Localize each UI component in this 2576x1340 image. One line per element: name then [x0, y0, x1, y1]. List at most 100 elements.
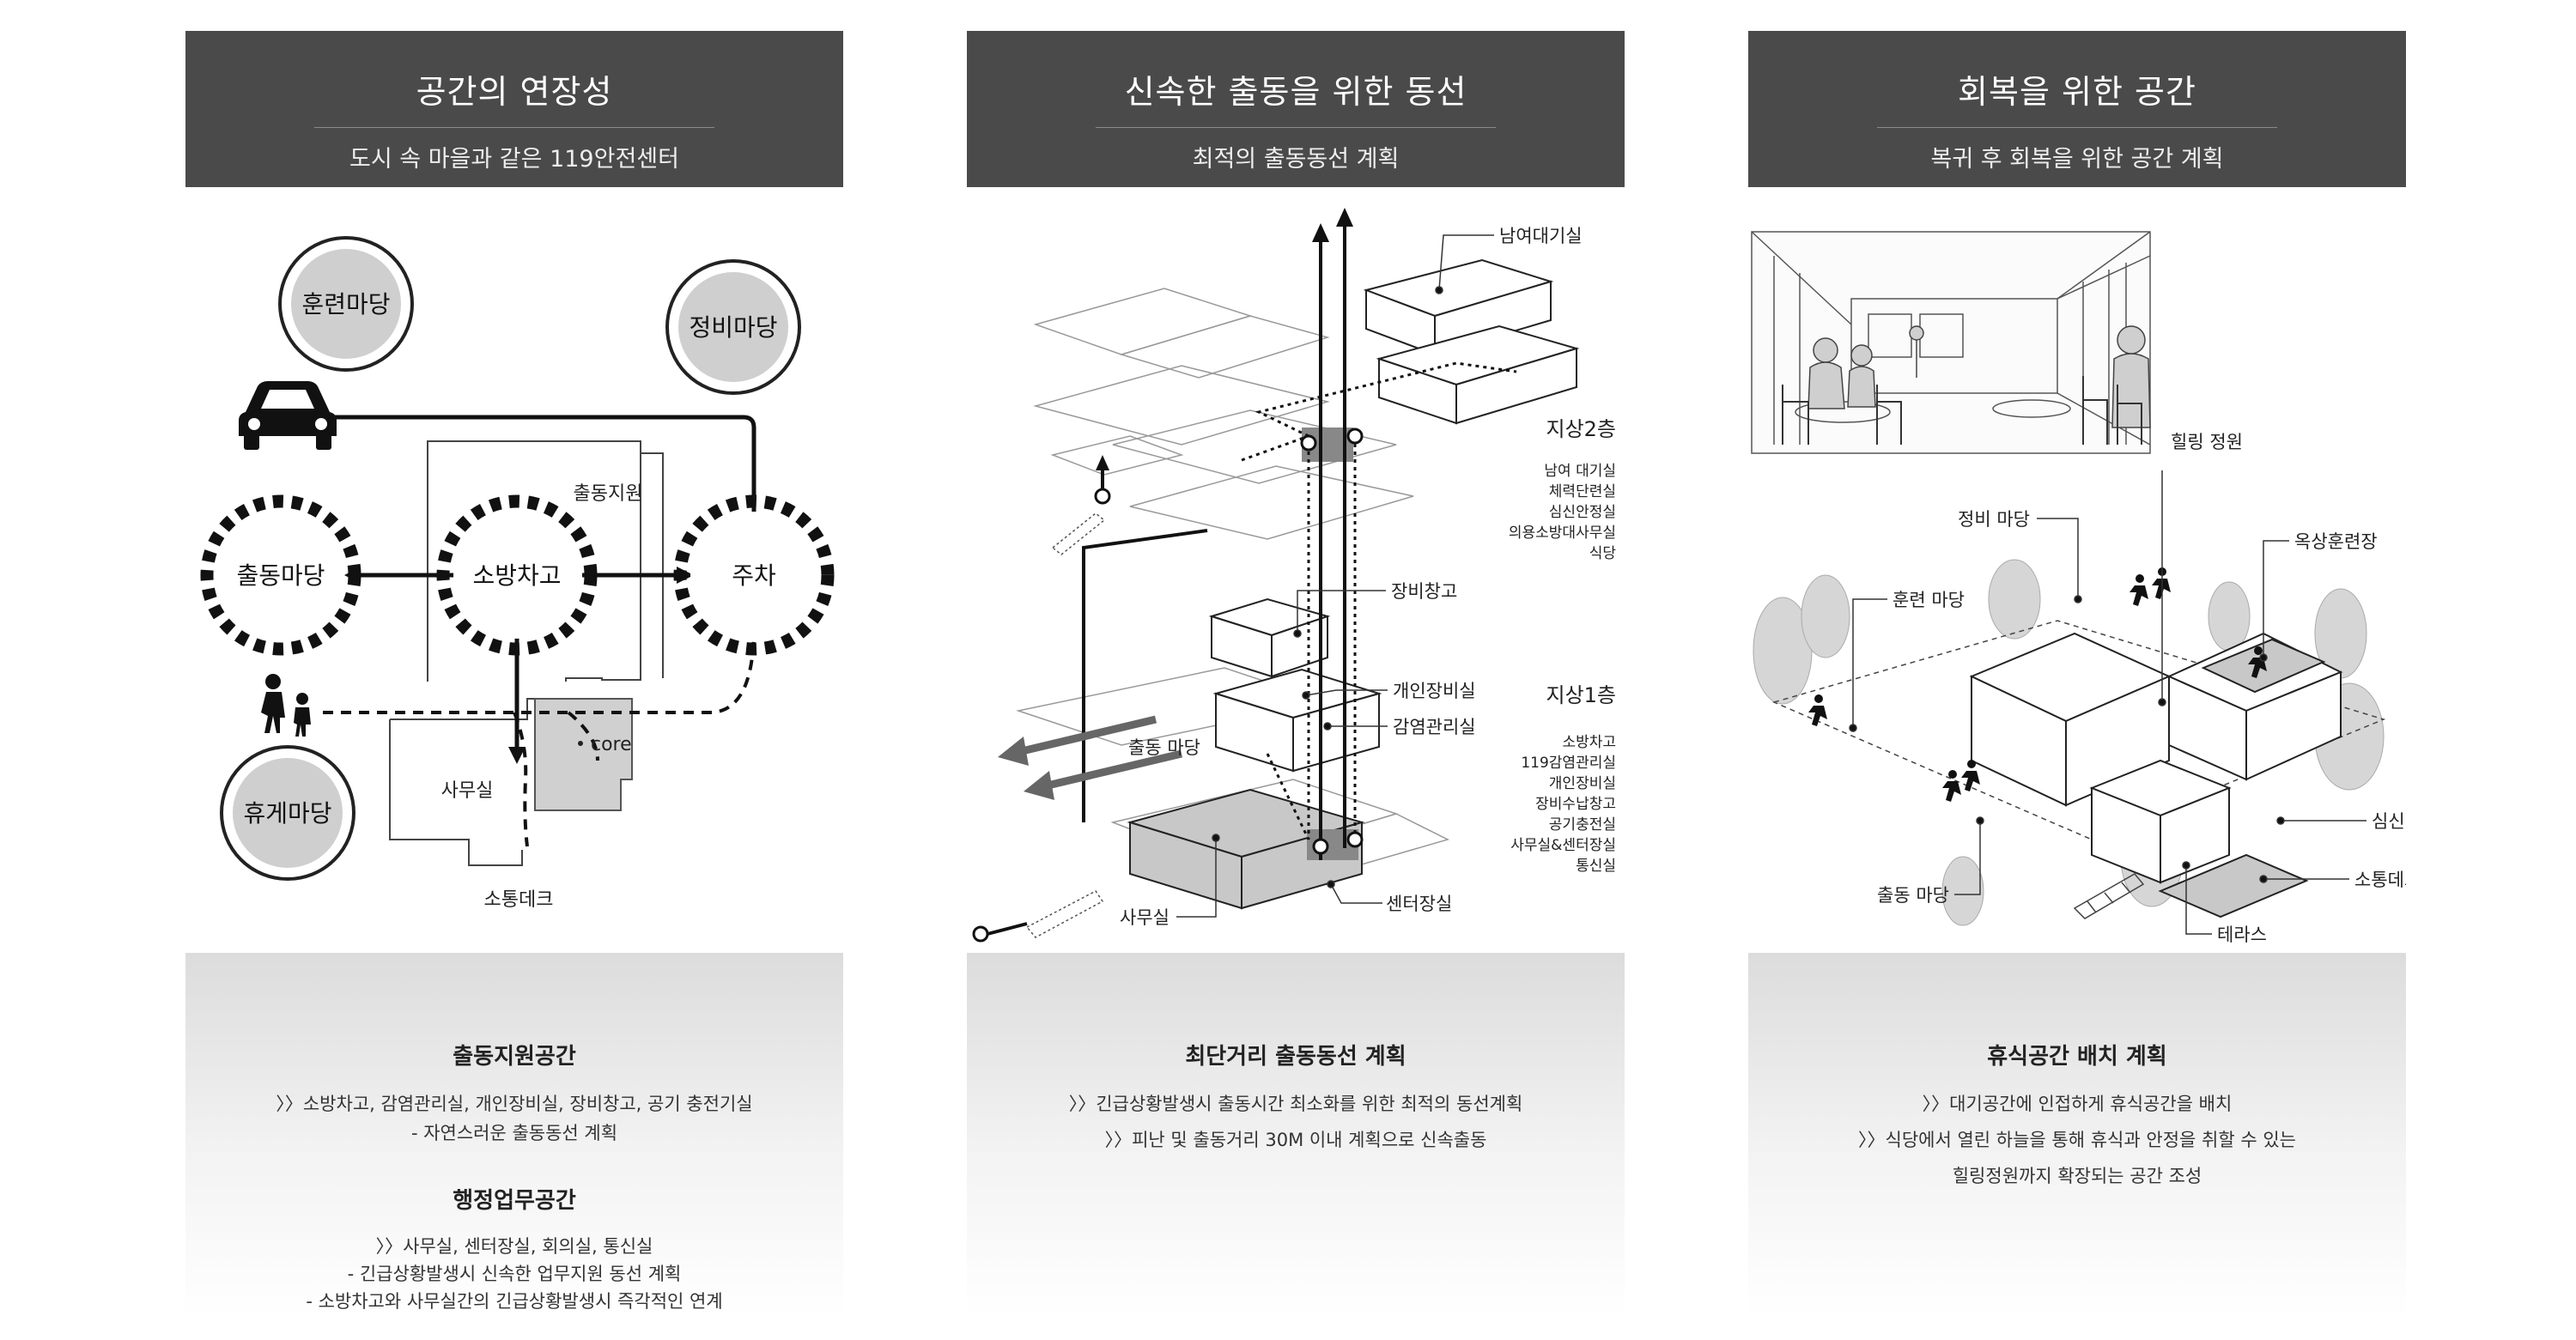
label-dispatch-yard: 출동 마당	[1128, 737, 1200, 758]
node-label: 정비마당	[689, 313, 777, 342]
vehicle-route-line	[323, 415, 756, 531]
header-divider	[1877, 127, 2277, 128]
label-rooftop-training: 옥상훈련장	[2294, 531, 2378, 552]
outdoor-route	[987, 455, 1208, 936]
section-title: 출동지원공간	[453, 1044, 576, 1070]
core-dot	[578, 741, 583, 746]
terrace-stairs	[2073, 873, 2145, 919]
route-nodes	[972, 427, 1364, 943]
label-communication-deck: 소통데크	[2354, 870, 2406, 890]
label-office: 사무실	[1120, 907, 1170, 928]
floor-room: 소방차고	[1562, 734, 1616, 751]
panel-subtitle: 최적의 출동동선 계획	[1192, 146, 1400, 173]
floor-room: 심신안정실	[1549, 504, 1616, 521]
site-plane	[1771, 620, 2386, 840]
label-stress-relief-room: 심신안정실	[2372, 811, 2406, 832]
section-title: 휴식공간 배치 계획	[1987, 1044, 2167, 1070]
floor-room: 장비수납창고	[1535, 796, 1616, 813]
node-label: 주차	[732, 561, 776, 590]
floor-title: 지상2층	[1546, 417, 1616, 441]
deck-area	[2158, 853, 2309, 919]
dotted-route	[1241, 361, 1517, 840]
section-line: 〉〉사무실, 센터장실, 회의실, 통신실	[375, 1236, 653, 1257]
label-office: 사무실	[441, 780, 494, 802]
floor2-list: 지상2층 남여 대기실 체력단련실 심신안정실 의용소방대사무실 식당	[1509, 417, 1616, 562]
stair-ramps	[1025, 512, 1106, 938]
floor-room: 식당	[1589, 545, 1617, 562]
node-dispatch-yard: 출동마당	[200, 494, 361, 656]
section-line: 〉〉소방차고, 감염관리실, 개인장비실, 장비창고, 공기 충전기실	[276, 1094, 753, 1114]
floor-room: 남여 대기실	[1544, 463, 1616, 480]
section-title: 행정업무공간	[453, 1188, 576, 1214]
interior-sketch	[1751, 231, 2151, 454]
section-line: 〉〉식당에서 열린 하늘을 통해 휴식과 안정을 취할 수 있는	[1858, 1130, 2296, 1150]
header-divider	[1096, 127, 1496, 128]
panel-title: 회복을 위한 공간	[1958, 73, 2196, 111]
floor-room: 사무실&센터장실	[1510, 837, 1616, 854]
chairs	[1782, 376, 2142, 445]
section-line: 〉〉대기공간에 인접하게 휴식공간을 배치	[1922, 1094, 2233, 1114]
node-label: 소방차고	[472, 561, 561, 590]
node-parking: 주차	[673, 494, 835, 656]
floor1-list: 지상1층 소방차고 119감염관리실 개인장비실 장비수납창고 공기충전실 사무…	[1510, 683, 1616, 875]
core-block	[534, 698, 633, 811]
leader-lines	[1176, 234, 1494, 918]
car-icon	[239, 381, 337, 450]
section-line: - 자연스러운 출동동선 계획	[410, 1123, 618, 1143]
tree-icons	[1753, 559, 2385, 926]
label-terrace: 테라스	[2217, 925, 2267, 945]
node-training-yard: 훈련마당	[278, 236, 414, 372]
vertical-dispatch-arrows	[1312, 208, 1353, 860]
panel-title: 신속한 출동을 위한 동선	[1124, 73, 1467, 111]
label-communication-deck: 소통데크	[484, 889, 554, 911]
floor-room: 체력단련실	[1549, 483, 1616, 500]
panel-description: 출동지원공간 〉〉소방차고, 감염관리실, 개인장비실, 장비창고, 공기 충전…	[185, 953, 843, 1319]
node-label: 휴게마당	[243, 799, 331, 828]
panel-subtitle: 도시 속 마을과 같은 119안전센터	[349, 146, 679, 173]
panel-header: 회복을 위한 공간 복귀 후 회복을 위한 공간 계획	[1748, 31, 2406, 187]
floor-room: 119감염관리실	[1521, 755, 1616, 772]
section-line: - 긴급상황발생시 신속한 업무지원 동선 계획	[347, 1264, 682, 1284]
header-divider	[314, 127, 714, 128]
label-personal-equipment-room: 개인장비실	[1393, 681, 1476, 701]
section-line: - 소방차고와 사무실간의 긴급상황발생시 즉각적인 연계	[306, 1291, 723, 1312]
section-line: 힐링정원까지 확장되는 공간 조성	[1952, 1166, 2202, 1186]
panel-description: 최단거리 출동동선 계획 〉〉긴급상황발생시 출동시간 최소화를 위한 최적의 …	[967, 953, 1625, 1319]
label-maintenance-yard: 정비 마당	[1958, 509, 2030, 530]
node-label: 훈련마당	[301, 290, 390, 318]
node-maintenance-yard: 정비마당	[665, 259, 801, 395]
panel-subtitle: 복귀 후 회복을 위한 공간 계획	[1930, 146, 2224, 173]
panel-spatial-extension: 공간의 연장성 도시 속 마을과 같은 119안전센터	[185, 31, 843, 1319]
floor2-plan	[1033, 288, 1414, 540]
floor-room: 공기충전실	[1549, 816, 1616, 834]
building-outline	[389, 440, 664, 866]
panel-rapid-dispatch: 신속한 출동을 위한 동선 최적의 출동동선 계획	[967, 31, 1625, 1319]
floor2-building	[1363, 258, 1580, 425]
panel-description: 휴식공간 배치 계획 〉〉대기공간에 인접하게 휴식공간을 배치 〉〉식당에서 …	[1748, 953, 2406, 1319]
exit-arrows	[998, 715, 1183, 800]
label-waiting-room: 남여대기실	[1499, 226, 1583, 246]
floor-room: 통신실	[1576, 858, 1616, 875]
floor1-building	[1127, 597, 1382, 910]
floor-title: 지상1층	[1546, 683, 1616, 707]
space-connection-diagram: 훈련마당 정비마당 휴게마당 출동마당 소방차고	[185, 187, 843, 953]
label-equipment-storage: 장비창고	[1391, 581, 1457, 602]
node-fire-garage: 소방차고	[436, 494, 598, 656]
node-rest-yard: 휴게마당	[220, 745, 355, 881]
section-title: 최단거리 출동동선 계획	[1185, 1044, 1406, 1070]
section-line: 〉〉긴급상황발생시 출동시간 최소화를 위한 최적의 동선계획	[1068, 1094, 1523, 1114]
label-core: core	[591, 734, 632, 755]
panel-header: 신속한 출동을 위한 동선 최적의 출동동선 계획	[967, 31, 1625, 187]
floor-room: 의용소방대사무실	[1509, 524, 1616, 542]
leader-lines	[1849, 470, 2366, 935]
panel-title: 공간의 연장성	[416, 73, 613, 111]
label-chief-office: 센터장실	[1386, 894, 1452, 914]
panel-recovery-space: 회복을 위한 공간 복귀 후 회복을 위한 공간 계획	[1748, 31, 2406, 1319]
label-infection-control-room: 감염관리실	[1393, 717, 1476, 737]
pedestrians-icon	[261, 674, 311, 737]
panel-header: 공간의 연장성 도시 속 마을과 같은 119안전센터	[185, 31, 843, 187]
dispatch-route-diagram: 남여대기실 장비창고 개인장비실 감염관리실 출동 마당 사무실 센터장실 지상…	[967, 187, 1625, 953]
label-healing-garden: 힐링 정원	[2171, 432, 2243, 452]
section-line: 〉〉피난 및 출동거리 30M 이내 계획으로 신속출동	[1104, 1130, 1487, 1150]
runner-icons	[1808, 567, 2267, 802]
